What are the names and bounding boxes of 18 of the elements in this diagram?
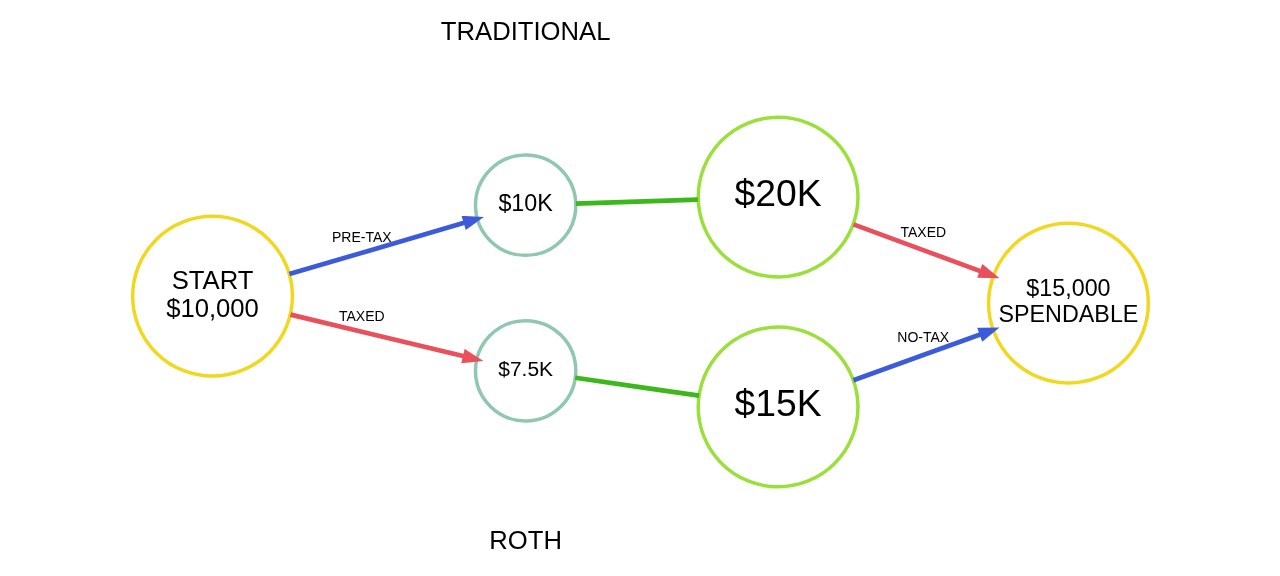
connector (574, 375, 699, 398)
node-circle: $20K (695, 115, 860, 279)
node-circle: $15,000 SPENDABLE (986, 221, 1150, 385)
edge-label: TAXED (338, 308, 385, 325)
arrow (852, 327, 999, 383)
label: TRADITIONAL (440, 17, 610, 46)
arrow (289, 312, 483, 364)
edge-label: NO-TAX (896, 329, 949, 346)
arrow (288, 215, 484, 277)
arrow (852, 222, 999, 279)
connector (575, 197, 698, 206)
edge-label: PRE-TAX (331, 229, 392, 246)
node-circle: START $10,000 (130, 214, 294, 378)
node-circle: $10K (473, 153, 578, 258)
node-circle: $7.5K (473, 318, 578, 423)
edge-label: TAXED (899, 224, 946, 241)
label: ROTH (488, 525, 562, 554)
node-circle: $15K (695, 325, 860, 489)
